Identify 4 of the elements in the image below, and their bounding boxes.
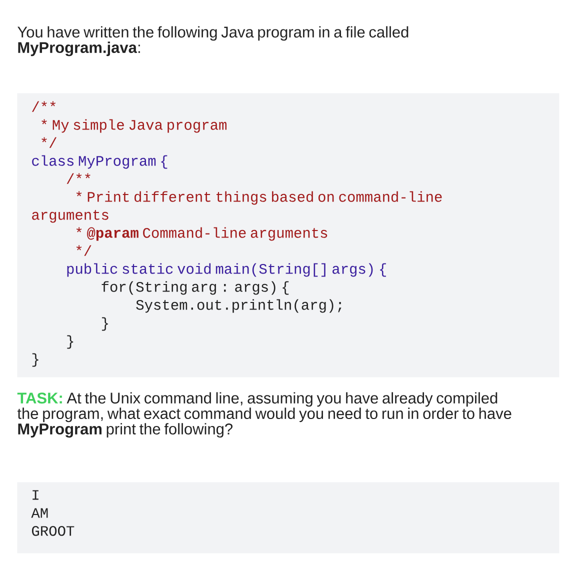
intro-paragraph: You have written the following Java program in a file called MyProgram.java: [18,26,408,56]
code-block: I AM GROOT [17,482,560,554]
code-block: /** * My simple Java program */ class MyProgram { /** * Print different things based on command-line arguments *@param Command-line arguments */ public static void main(String[] args) { for(String arg : args) { System.out.println(arg); } } } [17,93,560,378]
task-paragraph: TASK: At the Unix command line, assuming you have already compiled the program, what exact command would you need to run in order to have MyProgram print the following? [17,392,512,438]
